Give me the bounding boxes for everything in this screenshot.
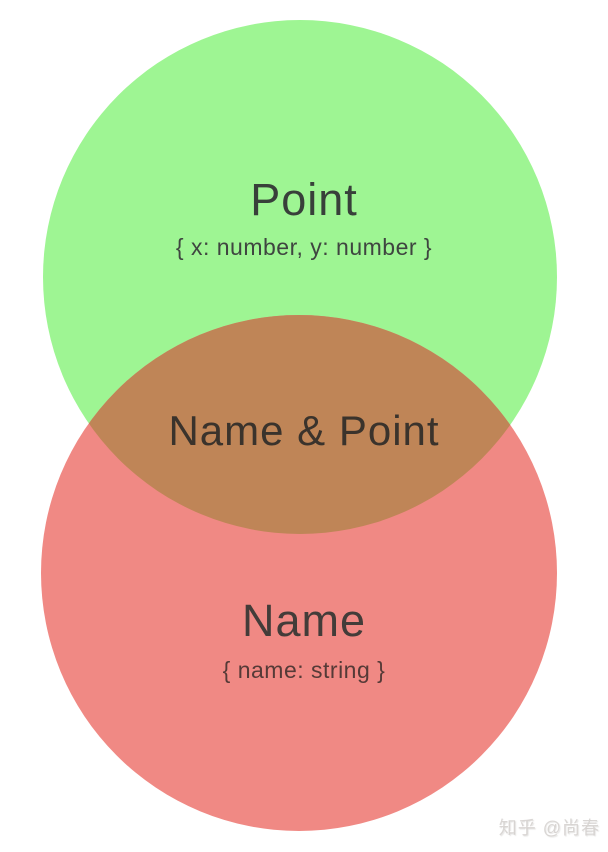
intersection-region (43, 315, 557, 534)
